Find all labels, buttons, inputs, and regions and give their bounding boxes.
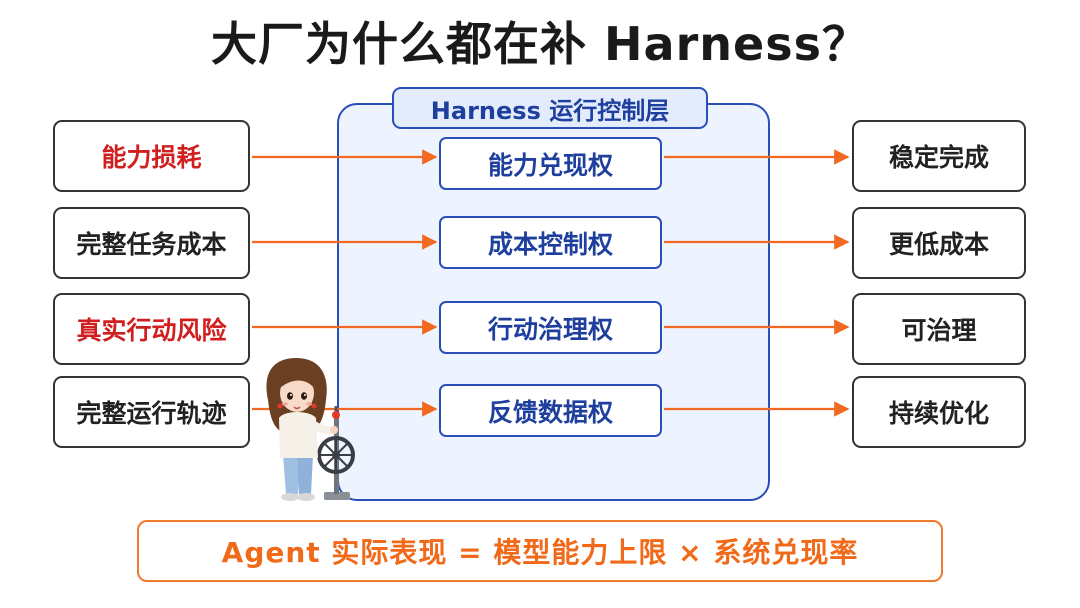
panel-title: Harness 运行控制层 xyxy=(392,87,708,129)
left-item-full-run-trace: 完整运行轨迹 xyxy=(53,376,250,448)
left-item-real-action-risk: 真实行动风险 xyxy=(53,293,250,365)
right-item-label: 可治理 xyxy=(901,316,977,345)
right-item-label: 持续优化 xyxy=(888,399,989,428)
left-item-label: 真实行动风险 xyxy=(76,316,227,345)
right-item-governable: 可治理 xyxy=(852,293,1026,365)
page-title: 大厂为什么都在补 Harness？ xyxy=(211,17,869,71)
left-item-label: 完整运行轨迹 xyxy=(76,399,227,428)
mid-item-label: 反馈数据权 xyxy=(487,397,613,427)
left-item-capability-loss: 能力损耗 xyxy=(53,120,250,192)
formula-banner: Agent 实际表现 = 模型能力上限 × 系统兑现率 xyxy=(137,520,943,582)
left-item-label: 能力损耗 xyxy=(101,143,202,172)
mid-item-action-governance-right: 行动治理权 xyxy=(439,301,662,354)
formula-text: Agent 实际表现 = 模型能力上限 × 系统兑现率 xyxy=(221,536,859,569)
mid-item-label: 能力兑现权 xyxy=(487,150,613,180)
mid-item-cost-control-right: 成本控制权 xyxy=(439,216,662,269)
right-item-continuous-optimization: 持续优化 xyxy=(852,376,1026,448)
right-item-lower-cost: 更低成本 xyxy=(852,207,1026,279)
right-item-label: 稳定完成 xyxy=(888,143,989,172)
girl-turning-wheel-icon xyxy=(266,358,355,501)
mid-item-label: 行动治理权 xyxy=(487,314,613,344)
mid-item-feedback-data-right: 反馈数据权 xyxy=(439,384,662,437)
mid-item-capability-fulfillment-right: 能力兑现权 xyxy=(439,137,662,190)
left-item-label: 完整任务成本 xyxy=(76,230,227,259)
right-item-label: 更低成本 xyxy=(888,230,989,259)
left-item-full-task-cost: 完整任务成本 xyxy=(53,207,250,279)
mid-item-label: 成本控制权 xyxy=(487,229,613,259)
right-item-stable-completion: 稳定完成 xyxy=(852,120,1026,192)
